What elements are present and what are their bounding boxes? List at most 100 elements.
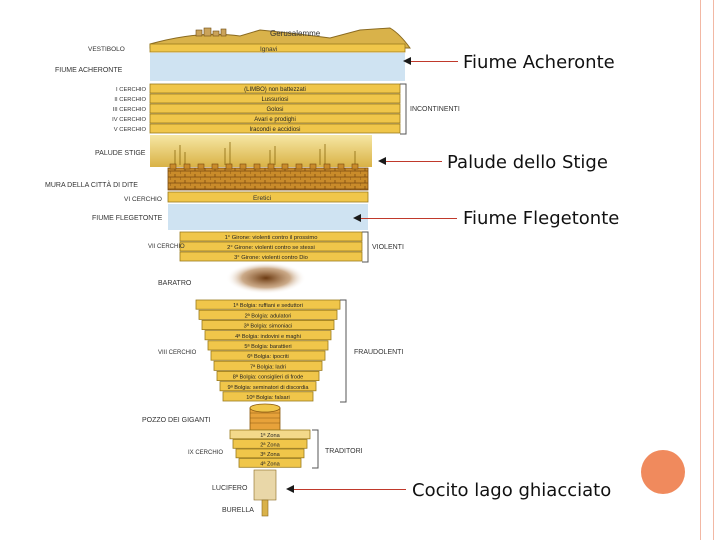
vi-cerchio-label: VI CERCHIO [124, 196, 162, 203]
bolgia-band-label: 5ª Bolgia: barattieri [244, 343, 291, 350]
upper-circle-band-label: Lussuriosi [261, 97, 288, 103]
bolgia-band [210, 350, 326, 361]
jerusalem-label: Gerusalemme [270, 29, 321, 38]
fiume-flegetonte-label: FIUME FLEGETONTE [92, 215, 163, 222]
girone-band [179, 251, 363, 262]
upper-circle-band [149, 103, 401, 114]
bolgia-band-label: 6ª Bolgia: ipocriti [247, 353, 289, 360]
violenti-label: VIOLENTI [372, 244, 404, 251]
baratro-pit [226, 262, 306, 294]
callout-acheronte: Fiume Acheronte [463, 52, 615, 73]
upper-circle-label: III CERCHIO [113, 107, 147, 113]
upper-circle-band [149, 93, 401, 104]
girone-band [179, 241, 363, 252]
cocito-arrow [286, 485, 406, 493]
bolgia-band [198, 309, 338, 320]
upper-circle-band-label: Iracondi e accidiosi [249, 127, 300, 133]
zona-band-label: 2ª Zona [260, 441, 280, 448]
baratro-label: BARATRO [158, 280, 192, 287]
upper-circle-band-label: Avari e prodighi [254, 117, 296, 123]
vii-cerchio-label: VII CERCHIO [148, 244, 185, 250]
bolgia-band-label: 3ª Bolgia: simoniaci [244, 323, 293, 330]
palude-stige-label: PALUDE STIGE [95, 150, 146, 157]
burella-label: BURELLA [222, 507, 254, 514]
fraudolenti-label: FRAUDOLENTI [354, 349, 403, 356]
flegetonte-arrow [353, 214, 457, 222]
bolgia-band-label: 8ª Bolgia: consiglieri di frode [233, 374, 303, 381]
violenti-bracket [362, 231, 369, 263]
bolgia-band [195, 299, 341, 310]
jerusalem-houses [195, 27, 227, 37]
bolgia-band [216, 370, 320, 381]
bolgia-band-label: 7ª Bolgia: ladri [250, 363, 286, 370]
upper-circle-band [149, 123, 401, 134]
upper-circle-label: I CERCHIO [116, 87, 146, 93]
zona-band [229, 429, 311, 440]
incontinenti-label: INCONTINENTI [410, 106, 460, 113]
eretici-band [167, 191, 369, 203]
right-border-line [700, 0, 701, 540]
zona-band-label: 4ª Zona [260, 460, 280, 467]
ignavi-label: Ignavi [260, 46, 277, 53]
bolgia-band-label: 9ª Bolgia: seminatori di discordia [227, 384, 309, 391]
upper-circle-band [149, 113, 401, 124]
upper-circle-band-label: (LIMBO) non battezzati [244, 87, 306, 93]
fraudolenti-bracket [340, 299, 347, 403]
zona-band [235, 448, 305, 459]
burella-passage [261, 499, 269, 517]
acheronte-arrow [403, 57, 458, 65]
bolgia-band [204, 330, 332, 341]
bolgia-band-label: 10ª Bolgia: falsari [246, 394, 289, 401]
right-border-line [713, 0, 714, 540]
fiume-acheronte-label: FIUME ACHERONTE [55, 67, 123, 74]
bolgia-band [207, 340, 329, 351]
zona-band-label: 3ª Zona [260, 451, 280, 458]
stige-reeds [174, 142, 356, 165]
zona-band [238, 458, 302, 468]
upper-circle-band-label: Golosi [266, 107, 283, 113]
upper-circle-label: V CERCHIO [114, 127, 147, 133]
zona-band-label: 1ª Zona [260, 432, 280, 439]
upper-circle-label: II CERCHIO [114, 97, 146, 103]
bolgia-band-label: 2ª Bolgia: adulatori [245, 312, 292, 319]
dite-walls [167, 167, 369, 191]
traditori-label: TRADITORI [325, 448, 363, 455]
stige-arrow [378, 157, 442, 165]
pozzo-rim [249, 403, 281, 413]
flegetonte-water [168, 204, 368, 230]
callout-stige: Palude dello Stige [447, 152, 608, 173]
bolgia-band-label: 1ª Bolgia: ruffiani e seduttori [233, 302, 303, 309]
callout-flegetonte: Fiume Flegetonte [463, 208, 620, 229]
ix-cerchio-label: IX CERCHIO [188, 450, 223, 456]
upper-circle-band [149, 83, 401, 94]
callout-cocito: Cocito lago ghiacciato [412, 480, 612, 501]
zona-band [232, 439, 308, 449]
bolgia-band [219, 381, 317, 392]
girone-band-label: 2° Girone: violenti contro se stessi [227, 245, 315, 251]
traditori-bracket [312, 429, 319, 469]
vestibolo-band [149, 43, 406, 53]
lucifero-zone [253, 469, 277, 501]
dite-battlements [169, 163, 359, 170]
mura-dite-label: MURA DELLA CITTÀ DI DITE [45, 180, 138, 189]
decorative-circle [641, 450, 685, 494]
bolgia-band [201, 319, 335, 330]
pozzo-giganti-label: POZZO DEI GIGANTI [142, 417, 211, 424]
upper-circle-label: IV CERCHIO [112, 117, 146, 123]
girone-band [179, 231, 363, 242]
eretici-label: Eretici [253, 195, 271, 202]
vestibolo-label: VESTIBOLO [88, 46, 125, 53]
bolgia-band [213, 360, 323, 371]
girone-band-label: 1° Girone: violenti contro il prossimo [225, 235, 318, 241]
girone-band-label: 3° Girone: violenti contro Dio [234, 255, 308, 261]
incontinenti-bracket [400, 83, 407, 135]
stige-marsh [150, 135, 372, 167]
pozzo-rings [250, 412, 280, 424]
lucifero-label: LUCIFERO [212, 485, 248, 492]
bolgia-band-label: 4ª Bolgia: indovini e maghi [235, 333, 301, 340]
acheronte-water [150, 53, 405, 81]
bolgia-band [222, 391, 314, 402]
viii-cerchio-label: VIII CERCHIO [158, 350, 197, 356]
